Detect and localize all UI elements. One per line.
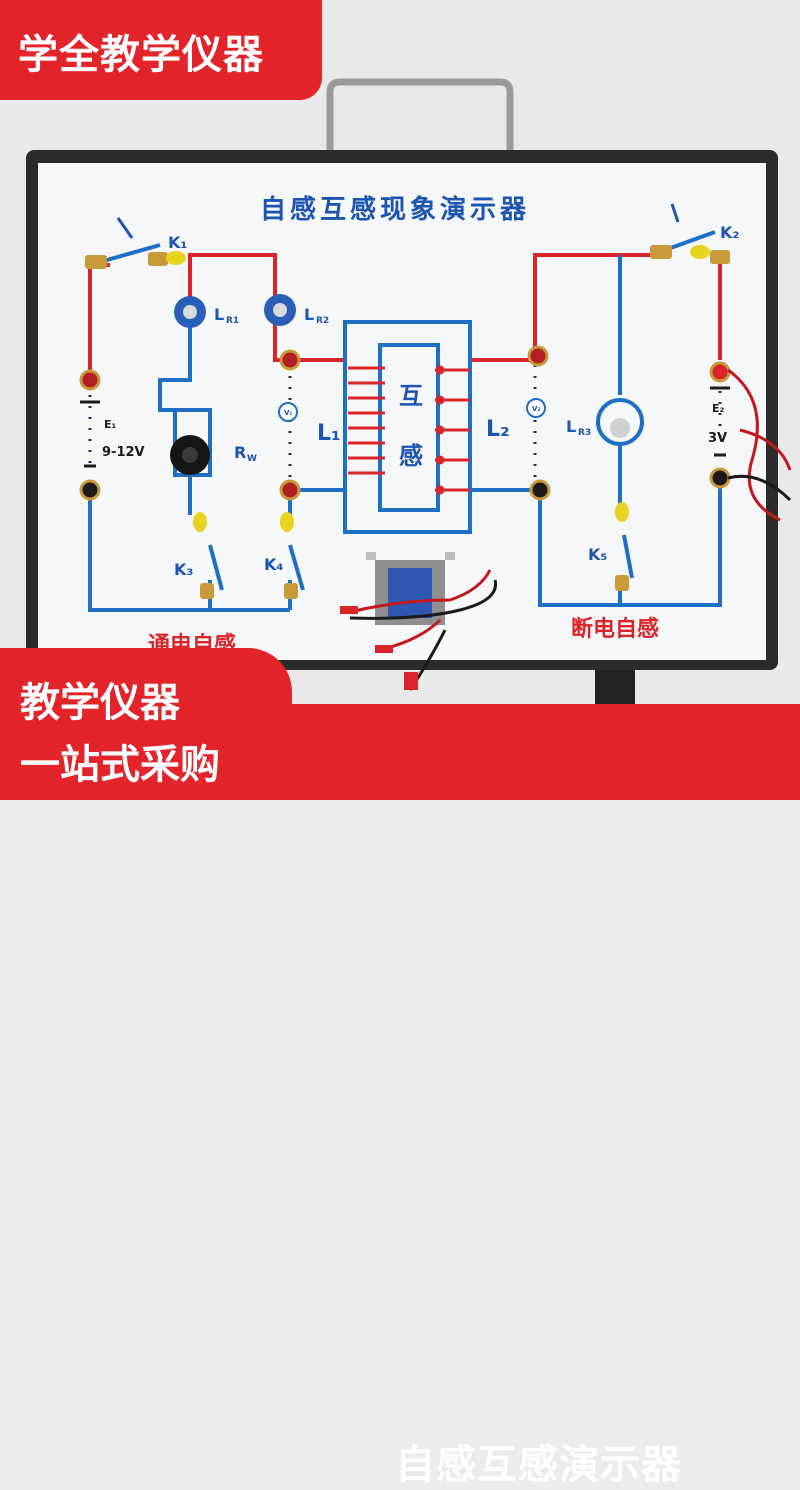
coil-char-1: 互	[399, 382, 423, 410]
photo-scene: 自感互感现象演示器	[26, 78, 792, 720]
bottom-left-banner: 教学仪器 一站式采购	[0, 648, 292, 800]
label-lr1-sub: R1	[226, 316, 239, 326]
label-e2: E₂	[712, 402, 725, 415]
label-k3: K₃	[174, 560, 193, 579]
voltmeter-v2	[526, 398, 546, 418]
bottom-right-banner-text: 自感互感演示器	[395, 1442, 682, 1488]
label-rw-sub: W	[247, 454, 257, 464]
label-v1: V₁	[284, 409, 292, 417]
label-k2: K₂	[720, 223, 739, 242]
voltmeter-v1	[278, 402, 298, 422]
switch-k5[interactable]	[615, 502, 634, 591]
rheostat-rw[interactable]	[170, 408, 212, 477]
label-lr1: L	[214, 305, 224, 324]
bottom-left-banner-line2: 一站式采购	[20, 742, 220, 788]
bulb-lr2	[264, 294, 296, 326]
battery-labels: E₁ 9-12V E₂ 3V	[102, 402, 727, 460]
binding-posts[interactable]	[79, 345, 731, 501]
label-e2-voltage: 3V	[708, 431, 727, 446]
right-cables	[727, 368, 792, 522]
label-l2: L₂	[486, 417, 510, 442]
lead-clips	[340, 606, 418, 690]
dotted-rails	[88, 365, 722, 480]
label-e1: E₁	[104, 418, 117, 431]
switch-k3[interactable]	[193, 512, 224, 599]
label-lr2-sub: R2	[316, 316, 329, 326]
label-lr3: L	[566, 417, 576, 436]
coil-l1	[348, 366, 385, 475]
bulb-lr3	[596, 398, 644, 446]
switch-k4[interactable]	[280, 512, 305, 599]
label-v2: V₂	[532, 405, 540, 413]
label-k5: K₅	[588, 545, 607, 564]
label-e1-voltage: 9-12V	[102, 445, 145, 460]
label-k1: K₁	[168, 233, 187, 252]
battery-e2	[710, 386, 730, 457]
top-left-banner-text: 学全教学仪器	[18, 32, 264, 78]
transformer	[366, 552, 455, 625]
switch-k1[interactable]	[85, 217, 186, 269]
carry-handle	[326, 78, 514, 150]
switch-k2[interactable]	[650, 203, 730, 264]
board-title: 自感互感现象演示器	[260, 194, 530, 225]
label-lr3-sub: R3	[578, 428, 591, 438]
coil-char-2: 感	[399, 442, 423, 470]
label-k4: K₄	[264, 555, 283, 574]
label-l1: L₁	[317, 421, 341, 446]
label-lr2: L	[304, 305, 314, 324]
board-labels: K₁ K₂ K₃ K₄ K₅ L R1 L R2 L R3 R W L₁ L₂ …	[168, 223, 739, 579]
blue-wires	[88, 255, 722, 612]
coil-l2	[435, 365, 470, 495]
top-left-banner: 学全教学仪器	[0, 0, 322, 100]
battery-e1	[80, 400, 100, 468]
bottom-left-banner-line1: 教学仪器	[20, 680, 180, 726]
label-rw: R	[234, 443, 246, 462]
bulb-lr1	[174, 296, 206, 328]
section-label-right: 断电自感	[571, 616, 659, 642]
